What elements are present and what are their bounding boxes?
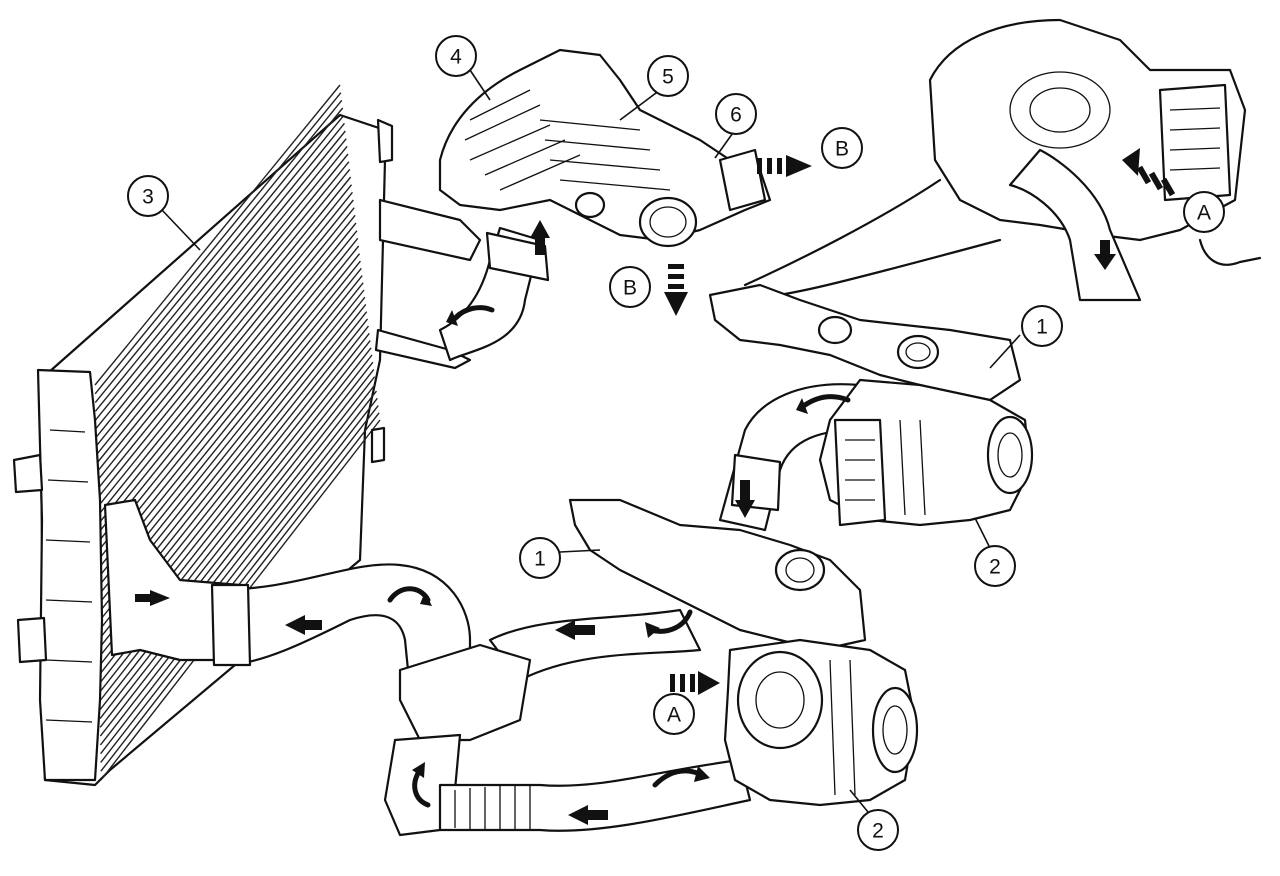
intercooler-fin bbox=[95, 130, 346, 439]
callout-label: 3 bbox=[142, 186, 154, 209]
flow-arrow bbox=[735, 480, 755, 518]
intercooler-fin bbox=[96, 214, 356, 535]
intercooler-fin bbox=[94, 107, 344, 412]
intercooler bbox=[12, 84, 482, 787]
callout-label: 2 bbox=[989, 556, 1001, 579]
callout-label: 5 bbox=[662, 66, 674, 89]
flow-arrow bbox=[412, 762, 425, 778]
intercooler-fin bbox=[96, 191, 353, 509]
charge-air-hoses bbox=[210, 226, 872, 837]
intercooler-fin bbox=[95, 168, 351, 482]
flow-arrow bbox=[652, 768, 703, 788]
callout-throttle-housing: 4 bbox=[435, 35, 477, 77]
callout-label: B bbox=[623, 277, 637, 300]
callout-label: A bbox=[1197, 202, 1211, 225]
intercooler-fin bbox=[96, 199, 354, 518]
intercooler-fin bbox=[94, 115, 345, 421]
callout-label: 1 bbox=[1036, 316, 1048, 339]
dashed-arrow-a-upper bbox=[1122, 148, 1176, 197]
intercooler-fin bbox=[94, 92, 342, 395]
intercooler-fin bbox=[99, 376, 376, 728]
callout-label: 4 bbox=[450, 46, 462, 69]
flow-arrow bbox=[802, 394, 851, 408]
intercooler-fin bbox=[95, 122, 345, 430]
callout-flow-b-down: B bbox=[609, 266, 651, 308]
callout-label: A bbox=[667, 704, 681, 727]
callout-flow-a-upper: A bbox=[1183, 191, 1225, 233]
callout-throttle-body: 5 bbox=[647, 55, 689, 97]
callout-label: 1 bbox=[534, 548, 546, 571]
flow-arrow bbox=[530, 220, 550, 255]
flow-arrow bbox=[446, 310, 458, 326]
callout-turbocharger-lower: 2 bbox=[857, 809, 899, 851]
callout-intake-manifold-upper: 1 bbox=[1021, 305, 1063, 347]
intercooler-fin bbox=[96, 184, 353, 500]
intercooler-fin bbox=[95, 153, 349, 465]
intercooler-fin bbox=[95, 138, 347, 447]
flow-arrows bbox=[135, 148, 1176, 825]
flow-arrow bbox=[135, 590, 170, 606]
intercooler-fin bbox=[94, 84, 341, 386]
flow-arrow bbox=[568, 805, 608, 825]
throttle-housing bbox=[438, 48, 772, 248]
callout-flow-a-lower: A bbox=[653, 693, 695, 735]
leader-lines bbox=[161, 69, 1021, 813]
intercooler-fin bbox=[95, 161, 350, 474]
callout-intercooler: 3 bbox=[127, 175, 169, 217]
intercooler-fin bbox=[95, 145, 348, 456]
callout-label: B bbox=[835, 138, 849, 161]
intercooler-fin bbox=[96, 222, 357, 544]
flow-arrow bbox=[645, 622, 660, 638]
callout-label: 2 bbox=[872, 820, 884, 843]
callout-flow-b-right: B bbox=[821, 127, 863, 169]
flow-arrow bbox=[694, 766, 710, 782]
intercooler-fin bbox=[99, 390, 377, 746]
upper-turbo-housing bbox=[928, 18, 1262, 302]
intercooler-fin bbox=[96, 230, 358, 553]
flow-arrow bbox=[452, 305, 495, 321]
intercooler-fin bbox=[97, 237, 359, 561]
upper-turbocharger bbox=[818, 378, 1034, 527]
flow-arrow bbox=[1094, 240, 1116, 270]
callout-turbocharger-upper: 2 bbox=[974, 545, 1016, 587]
flow-arrow bbox=[796, 398, 808, 414]
callout-intake-manifold-lower: 1 bbox=[519, 537, 561, 579]
dashed-arrow-a-lower bbox=[670, 671, 720, 695]
dashed-arrow-b-right bbox=[757, 155, 812, 177]
callout-label: 6 bbox=[730, 104, 742, 127]
flow-arrow bbox=[285, 615, 322, 635]
intercooler-fin bbox=[96, 207, 355, 526]
intercooler-fin bbox=[94, 99, 343, 403]
intercooler-fin bbox=[99, 383, 377, 737]
intercooler-fin bbox=[96, 176, 352, 491]
lower-turbocharger bbox=[723, 638, 919, 807]
flow-arrow bbox=[555, 620, 595, 640]
flow-arrow bbox=[420, 592, 432, 606]
dashed-arrow-b-down bbox=[664, 264, 688, 316]
callout-outlet-pipe: 6 bbox=[715, 93, 757, 135]
intercooler-fin bbox=[100, 397, 378, 755]
intercooler-fin bbox=[99, 369, 375, 719]
